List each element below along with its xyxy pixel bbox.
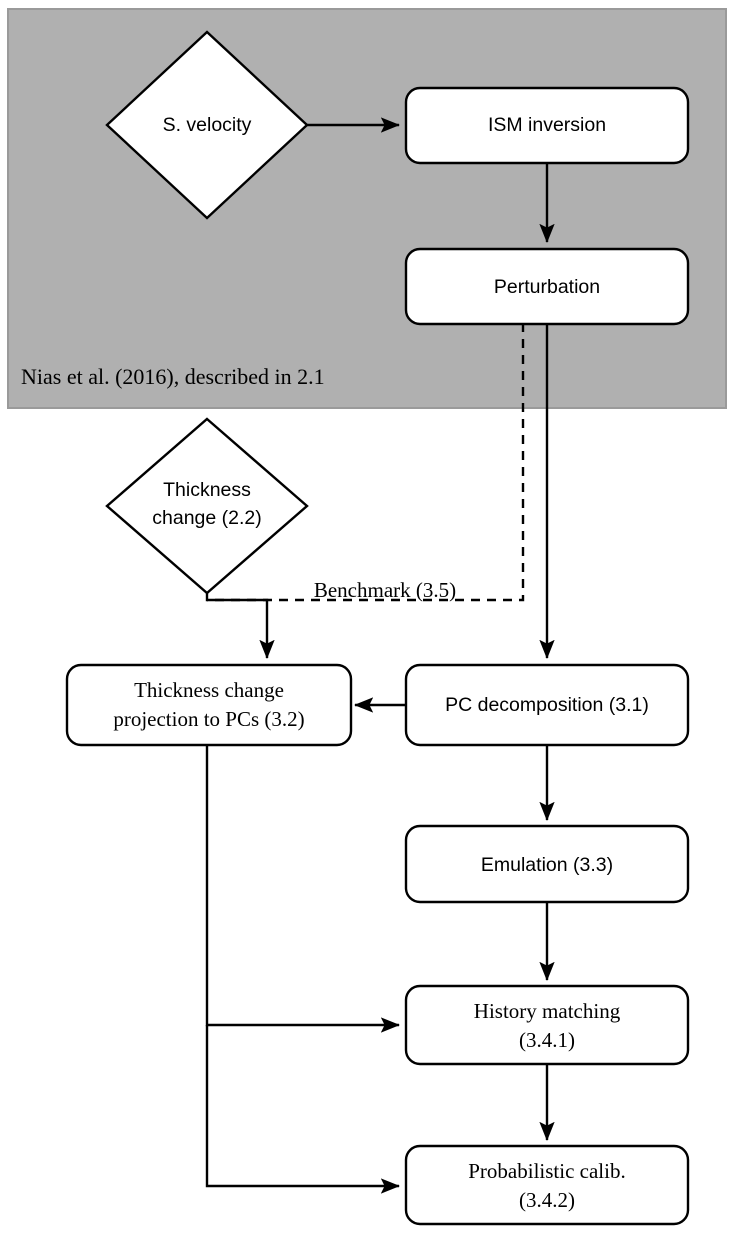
node-history-matching[interactable]: History matching (3.4.1) bbox=[404, 984, 690, 1066]
group-caption: Nias et al. (2016), described in 2.1 bbox=[21, 364, 325, 389]
s-velocity-diamond bbox=[105, 30, 309, 220]
node-thickness-projection[interactable]: Thickness change projection to PCs (3.2) bbox=[65, 663, 353, 747]
thickness-change-label-line1: Thickness bbox=[163, 479, 251, 501]
perturbation-label: Perturbation bbox=[494, 276, 600, 298]
probabilistic-calib-box bbox=[404, 1144, 690, 1226]
edge-projection-to-probabilistic bbox=[205, 1025, 400, 1194]
probabilistic-calib-label-line2: (3.4.2) bbox=[519, 1188, 575, 1212]
ism-inversion-box bbox=[404, 86, 690, 165]
edge-projection-to-history bbox=[205, 745, 400, 1033]
node-s-velocity[interactable]: S. velocity bbox=[105, 30, 309, 220]
node-probabilistic-calib[interactable]: Probabilistic calib. (3.4.2) bbox=[404, 1144, 690, 1226]
emulation-label: Emulation (3.3) bbox=[481, 854, 613, 876]
perturbation-box bbox=[404, 247, 690, 326]
pc-decomposition-box bbox=[404, 663, 690, 747]
edge-thickness-to-projection bbox=[205, 593, 275, 659]
node-thickness-change[interactable]: Thickness change (2.2) bbox=[105, 417, 309, 595]
thickness-change-label-line2: change (2.2) bbox=[152, 507, 262, 529]
group-box-nias-2016 bbox=[7, 8, 727, 409]
pc-decomposition-label: PC decomposition (3.1) bbox=[445, 694, 649, 716]
thickness-projection-label-line2: projection to PCs (3.2) bbox=[113, 707, 304, 731]
thickness-projection-box bbox=[65, 663, 353, 747]
probabilistic-calib-label-line1: Probabilistic calib. bbox=[468, 1159, 625, 1183]
node-perturbation[interactable]: Perturbation bbox=[404, 247, 690, 326]
emulation-box bbox=[404, 824, 690, 904]
history-matching-label-line1: History matching bbox=[474, 999, 621, 1023]
history-matching-box bbox=[404, 984, 690, 1066]
node-emulation[interactable]: Emulation (3.3) bbox=[404, 824, 690, 904]
edge-label-benchmark: Benchmark (3.5) bbox=[314, 578, 456, 602]
thickness-change-diamond bbox=[105, 417, 309, 595]
edge-benchmark-dashed bbox=[207, 323, 525, 602]
s-velocity-label: S. velocity bbox=[163, 114, 252, 136]
thickness-projection-label-line1: Thickness change bbox=[134, 678, 284, 702]
node-pc-decomposition[interactable]: PC decomposition (3.1) bbox=[404, 663, 690, 747]
history-matching-label-line2: (3.4.1) bbox=[519, 1028, 575, 1052]
ism-inversion-label: ISM inversion bbox=[488, 114, 606, 136]
node-ism-inversion[interactable]: ISM inversion bbox=[404, 86, 690, 165]
